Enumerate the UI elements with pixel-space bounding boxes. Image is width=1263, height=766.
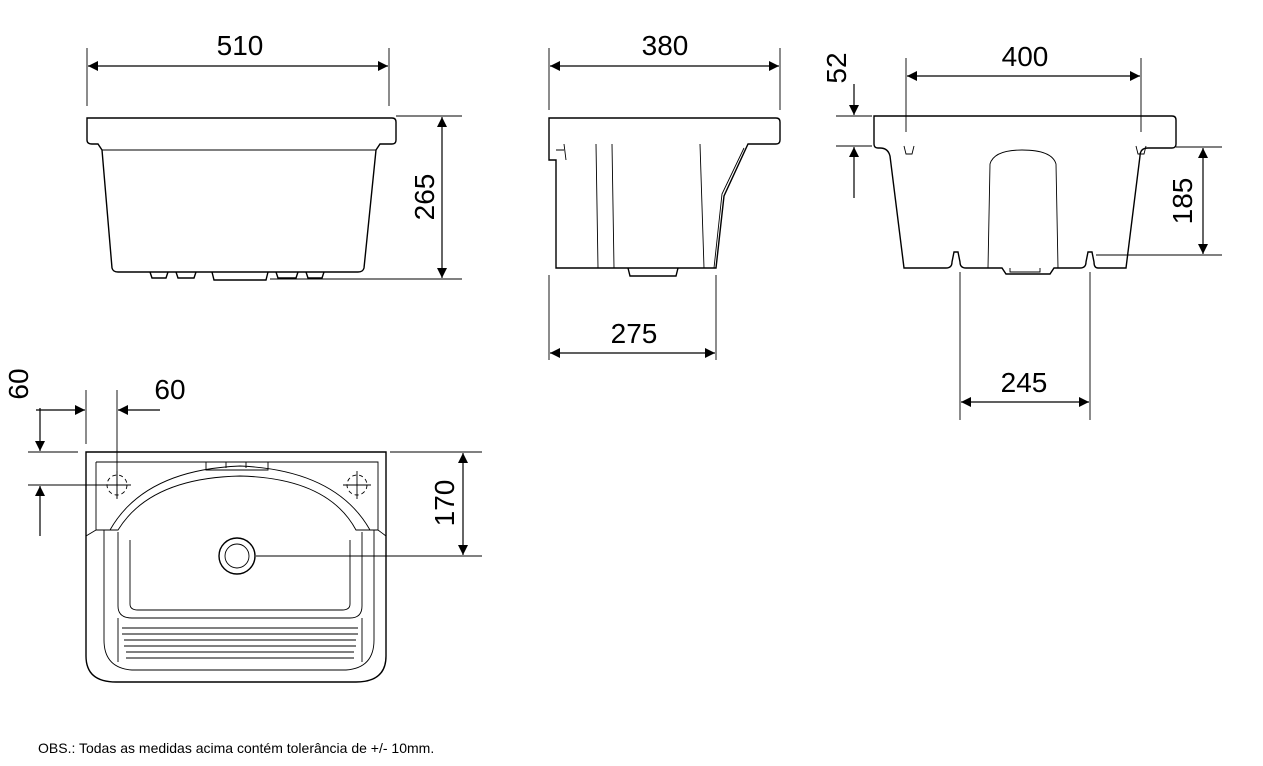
dim-back-body-height: 185 (1167, 178, 1198, 225)
dim-plan-side-offset: 60 (3, 368, 34, 399)
dim-side-top-depth: 380 (642, 30, 689, 61)
side-view (548, 48, 781, 360)
dim-back-hole-spacing: 400 (1002, 41, 1049, 72)
plan-view (28, 390, 482, 683)
tolerance-note: OBS.: Todas as medidas acima contém tole… (38, 740, 435, 756)
dim-plan-drain-offset: 170 (429, 480, 460, 527)
dim-plan-top-offset: 60 (154, 374, 185, 405)
front-view (86, 48, 462, 281)
dim-front-height: 265 (409, 174, 440, 221)
dim-back-bottom-spacing: 245 (1001, 367, 1048, 398)
back-view (836, 58, 1222, 420)
dim-side-bottom-depth: 275 (611, 318, 658, 349)
dim-front-width: 510 (217, 30, 264, 61)
dim-back-rim-height: 52 (821, 52, 852, 83)
